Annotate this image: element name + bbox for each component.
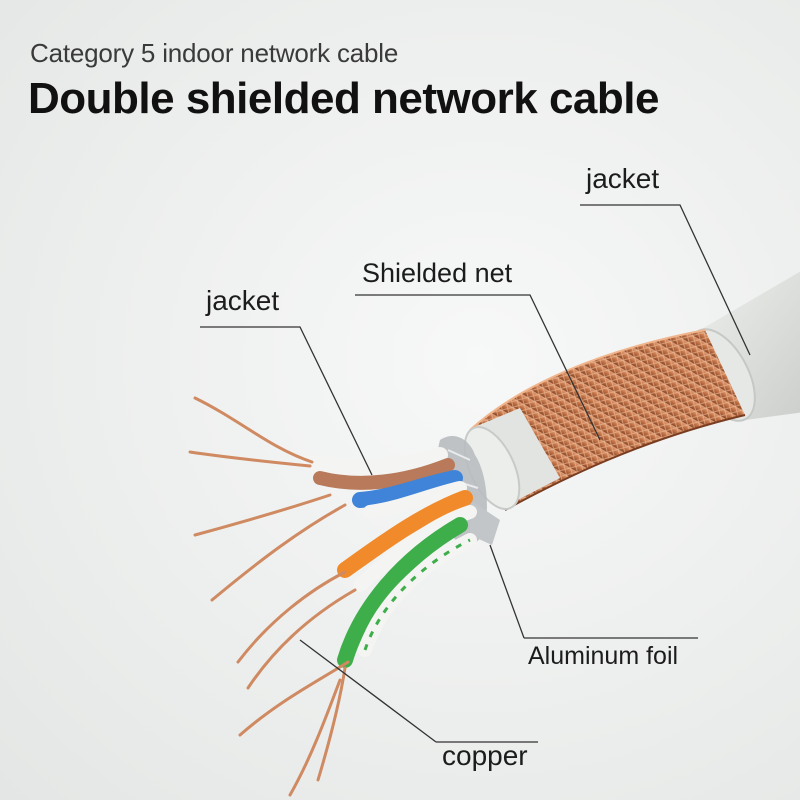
copper-wires	[188, 396, 357, 797]
callout-lines	[200, 204, 751, 743]
copper-label: copper	[442, 740, 528, 771]
outer-jacket-label: jacket	[586, 163, 660, 194]
shielded-net-label: Shielded net	[362, 258, 513, 288]
aluminum-foil-label: Aluminum foil	[528, 642, 679, 670]
twisted-pairs	[302, 447, 477, 668]
subtitle: Category 5 indoor network cable	[30, 38, 399, 68]
page-title: Double shielded network cable	[28, 74, 659, 123]
inner-jacket-label: jacket	[206, 285, 280, 316]
